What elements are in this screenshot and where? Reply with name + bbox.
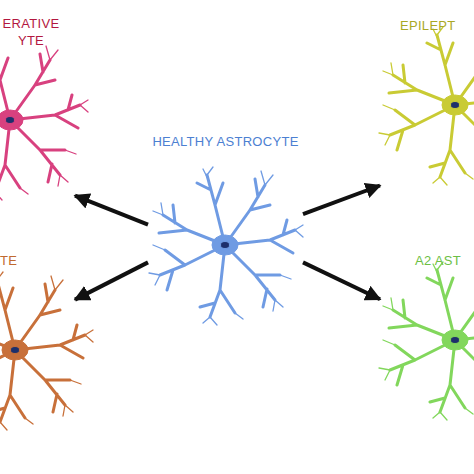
astrocyte-node: A2 AST (380, 245, 474, 420)
astrocyte-node: TE (0, 245, 75, 440)
cell-label: EPILEPT (400, 17, 474, 34)
cell-label: ERATIVE YTE (0, 15, 62, 49)
transition-arrow (75, 196, 148, 225)
epileptic-astrocyte (379, 27, 474, 185)
cell-label: HEALTHY ASTROCYTE (148, 133, 303, 150)
a2-astrocyte (379, 262, 474, 420)
neurodegenerative-astrocyte (0, 42, 88, 200)
cell-label: TE (0, 252, 60, 269)
transition-arrow (303, 186, 380, 215)
healthy-astrocyte (149, 167, 303, 325)
astrocyte-node: ERATIVE YTE (0, 5, 75, 210)
reactive-astrocyte (0, 272, 93, 430)
astrocyte-node: EPILEPT (380, 5, 474, 195)
transition-arrow (75, 262, 148, 299)
astrocyte-node: HEALTHY ASTROCYTE (148, 128, 303, 338)
cell-label: A2 AST (415, 252, 474, 269)
transition-arrow (303, 262, 380, 299)
